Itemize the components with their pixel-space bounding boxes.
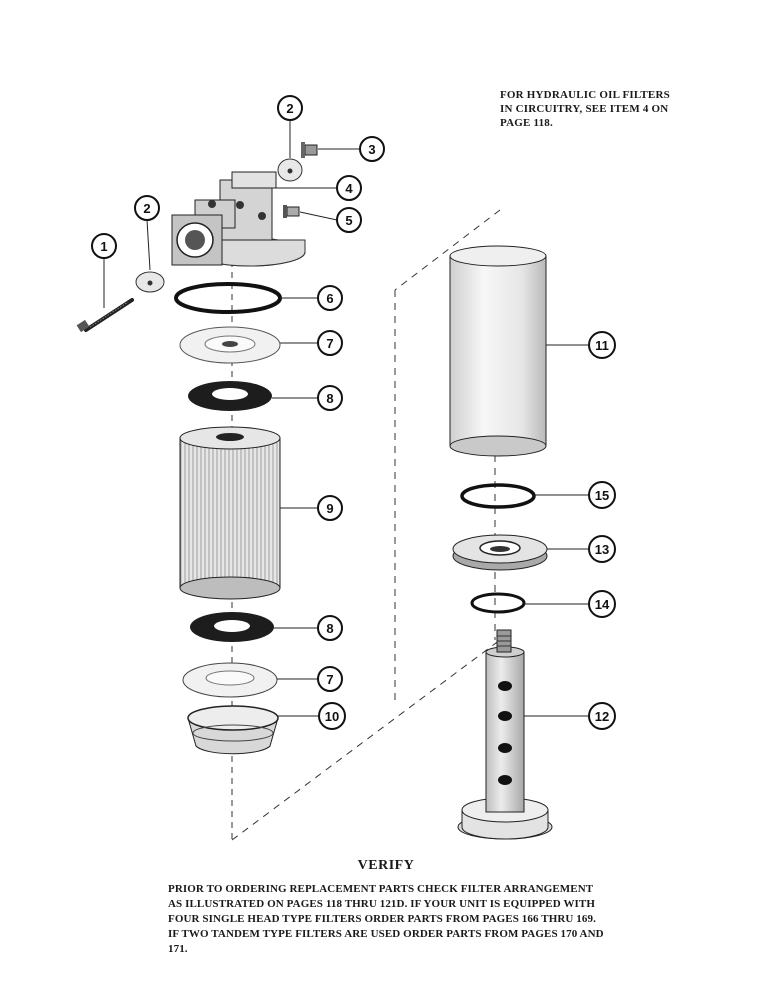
callout-3: 3 bbox=[359, 136, 385, 162]
retainer-plate-bottom bbox=[182, 662, 278, 698]
svg-text:8: 8 bbox=[326, 391, 333, 406]
verify-line: 171. bbox=[168, 943, 188, 955]
filter-head-part bbox=[171, 171, 306, 267]
verify-line: AS ILLUSTRATED ON PAGES 118 THRU 121D. I… bbox=[168, 898, 596, 910]
svg-text:1: 1 bbox=[100, 239, 107, 254]
bolt-part bbox=[76, 298, 134, 333]
callout-2-top: 2 bbox=[277, 95, 303, 121]
note-line: PAGE 118. bbox=[500, 117, 553, 129]
verify-title: VERIFY bbox=[357, 858, 415, 873]
hydraulic-filter-note: FOR HYDRAULIC OIL FILTERS IN CIRCUITRY, … bbox=[500, 88, 740, 130]
verify-line: PRIOR TO ORDERING REPLACEMENT PARTS CHEC… bbox=[168, 883, 594, 895]
callout-10: 10 bbox=[318, 702, 346, 730]
svg-text:10: 10 bbox=[325, 709, 339, 724]
svg-text:7: 7 bbox=[326, 336, 333, 351]
callout-4: 4 bbox=[336, 175, 362, 201]
note-line: IN CIRCUITRY, SEE ITEM 4 ON bbox=[500, 103, 669, 115]
svg-text:13: 13 bbox=[595, 542, 609, 557]
callout-1: 1 bbox=[91, 233, 117, 259]
callout-12: 12 bbox=[588, 702, 616, 730]
svg-text:4: 4 bbox=[345, 181, 353, 196]
seal-top-part bbox=[188, 381, 272, 411]
o-ring-housing-part bbox=[460, 483, 536, 509]
verify-line: FOUR SINGLE HEAD TYPE FILTERS ORDER PART… bbox=[168, 913, 596, 925]
svg-text:7: 7 bbox=[326, 672, 333, 687]
svg-text:11: 11 bbox=[595, 338, 609, 353]
callout-13: 13 bbox=[588, 535, 616, 563]
svg-text:8: 8 bbox=[326, 621, 333, 636]
callout-2-left: 2 bbox=[134, 195, 160, 221]
filter-housing-part bbox=[449, 245, 547, 457]
svg-text:2: 2 bbox=[143, 201, 150, 216]
svg-text:9: 9 bbox=[326, 501, 333, 516]
svg-text:14: 14 bbox=[595, 597, 610, 612]
svg-text:3: 3 bbox=[368, 142, 375, 157]
assembly-dashed-lines bbox=[231, 209, 501, 841]
svg-text:2: 2 bbox=[286, 101, 293, 116]
center-tube-part bbox=[457, 629, 553, 840]
verify-line: IF TWO TANDEM TYPE FILTERS ARE USED ORDE… bbox=[168, 928, 604, 940]
o-ring-part bbox=[174, 282, 282, 314]
spring-cup-part bbox=[187, 705, 279, 755]
callout-7-top: 7 bbox=[317, 330, 343, 356]
fitting-part bbox=[283, 205, 300, 218]
callout-11: 11 bbox=[588, 331, 616, 359]
small-o-ring-part bbox=[470, 592, 526, 614]
svg-text:5: 5 bbox=[345, 213, 352, 228]
svg-text:15: 15 bbox=[595, 488, 609, 503]
filter-element-part bbox=[179, 426, 281, 600]
svg-text:12: 12 bbox=[595, 709, 609, 724]
callout-14: 14 bbox=[588, 590, 616, 618]
washer-plate-part bbox=[452, 534, 548, 571]
svg-text:6: 6 bbox=[326, 291, 333, 306]
callout-9: 9 bbox=[317, 495, 343, 521]
callout-7-bottom: 7 bbox=[317, 666, 343, 692]
seal-bottom-part bbox=[190, 612, 274, 642]
note-line: FOR HYDRAULIC OIL FILTERS bbox=[500, 89, 670, 101]
callout-5: 5 bbox=[336, 207, 362, 233]
callout-8-top: 8 bbox=[317, 385, 343, 411]
callout-6: 6 bbox=[317, 285, 343, 311]
plug-part bbox=[301, 142, 318, 158]
leader-lines bbox=[103, 120, 588, 717]
retainer-plate-top bbox=[179, 326, 281, 364]
callout-8-bottom: 8 bbox=[317, 615, 343, 641]
callout-15: 15 bbox=[588, 481, 616, 509]
verify-instructions: PRIOR TO ORDERING REPLACEMENT PARTS CHEC… bbox=[168, 882, 738, 957]
